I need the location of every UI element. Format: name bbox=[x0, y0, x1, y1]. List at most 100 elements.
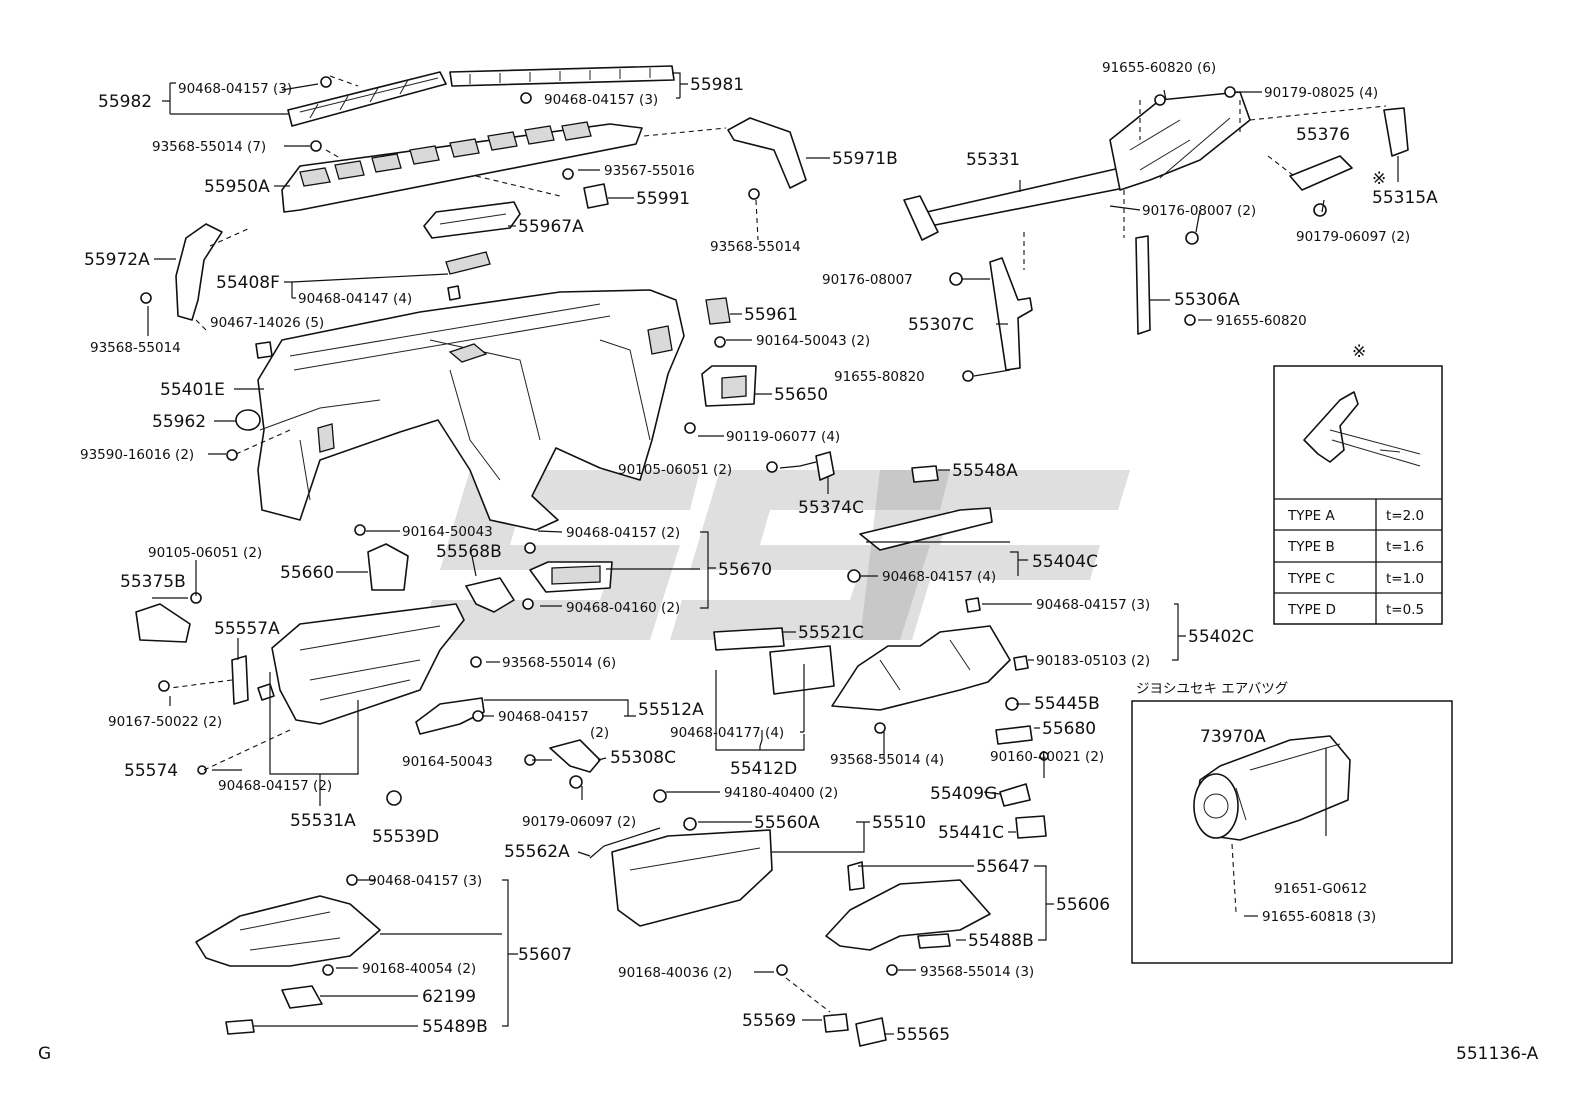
inset-type-d: TYPE D bbox=[1287, 602, 1336, 618]
label-91655-60820: 91655-60820 bbox=[1216, 313, 1307, 329]
label-55606: 55606 bbox=[1056, 895, 1110, 915]
label-55306A: 55306A bbox=[1174, 290, 1240, 310]
label-90468-04157-a: 90468-04157 (3) bbox=[178, 81, 292, 97]
label-90176-08007-2: 90176-08007 (2) bbox=[1142, 203, 1256, 219]
label-55574: 55574 bbox=[124, 761, 178, 781]
label-91655-60818: 91655-60818 (3) bbox=[1262, 909, 1376, 925]
label-90167-50022: 90167-50022 (2) bbox=[108, 714, 222, 730]
label-55670: 55670 bbox=[718, 560, 772, 580]
label-93568-55014-6: 93568-55014 (6) bbox=[502, 655, 616, 671]
inset-type-c: TYPE C bbox=[1287, 571, 1335, 587]
duct-55412D-drawing bbox=[713, 627, 835, 695]
label-90164-50043-c: 90164-50043 bbox=[402, 754, 493, 770]
label-55660: 55660 bbox=[280, 563, 334, 583]
instrument-panel-55401E-drawing bbox=[257, 289, 685, 531]
label-90467-14026: 90467-14026 (5) bbox=[210, 315, 324, 331]
label-90183-05103: 90183-05103 (2) bbox=[1036, 653, 1150, 669]
label-55510: 55510 bbox=[872, 813, 926, 833]
label-90468-04147: 90468-04147 (4) bbox=[298, 291, 412, 307]
label-93568-55014-3: 93568-55014 (3) bbox=[920, 964, 1034, 980]
label-90160-40021: 90160-40021 (2) bbox=[990, 749, 1104, 765]
lower-panel-55402C-drawing bbox=[831, 625, 1011, 711]
label-55376: 55376 bbox=[1296, 125, 1350, 145]
label-90468-04157-e: 90468-04157 (3) bbox=[1036, 597, 1150, 613]
label-55647: 55647 bbox=[976, 857, 1030, 877]
label-90468-04157-d: 90468-04157 (4) bbox=[882, 569, 996, 585]
reinforcement-55331-drawing bbox=[903, 91, 1409, 241]
label-90119-06077: 90119-06077 (4) bbox=[726, 429, 840, 445]
panel-55967A-drawing bbox=[423, 201, 521, 239]
inset-thickness-a: t=2.0 bbox=[1386, 508, 1424, 524]
inset-detail: ※ TYPE A t=2.0 TYPE B t=1.6 TYPE C t=1.0… bbox=[1273, 342, 1443, 625]
label-55401E: 55401E bbox=[160, 380, 225, 400]
label-55548A: 55548A bbox=[952, 461, 1018, 481]
plug-55962-drawing bbox=[235, 409, 261, 431]
dash-upper-55950A-drawing bbox=[281, 121, 643, 213]
label-91655-80820: 91655-80820 bbox=[834, 369, 925, 385]
brace-55306A-drawing bbox=[1135, 235, 1151, 335]
label-90468-04157-f: 90468-04157 bbox=[498, 709, 589, 725]
label-93568-55014-7: 93568-55014 (7) bbox=[152, 139, 266, 155]
damper-55557A-drawing bbox=[231, 655, 249, 705]
label-90468-04157-g: 90468-04157 (2) bbox=[218, 778, 332, 794]
vent-55408F-drawing bbox=[445, 251, 491, 275]
clip-55569-drawing bbox=[823, 1013, 849, 1033]
inset-thickness-d: t=0.5 bbox=[1386, 602, 1424, 618]
label-55568B: 55568B bbox=[436, 542, 502, 562]
brace-55307C-drawing bbox=[989, 257, 1033, 371]
inset-mark: ※ bbox=[1352, 342, 1366, 362]
label-55409G: 55409G bbox=[930, 784, 997, 804]
bracket-55374C-drawing bbox=[815, 451, 835, 481]
label-55308C: 55308C bbox=[610, 748, 676, 768]
pad-55489B-drawing bbox=[225, 1019, 255, 1035]
panel-55961-drawing bbox=[705, 297, 731, 325]
label-93568-55014-4: 93568-55014 (4) bbox=[830, 752, 944, 768]
label-90105-06051-b: 90105-06051 (2) bbox=[148, 545, 262, 561]
inset-thickness-c: t=1.0 bbox=[1386, 571, 1424, 587]
label-55950A: 55950A bbox=[204, 177, 270, 197]
label-55972A: 55972A bbox=[84, 250, 150, 270]
rod-55562A-drawing bbox=[589, 827, 661, 859]
leader-lines bbox=[147, 72, 1399, 1035]
label-55331: 55331 bbox=[966, 150, 1020, 170]
label-55557A: 55557A bbox=[214, 619, 280, 639]
lower-panel-55531A-drawing bbox=[271, 603, 465, 725]
label-55650: 55650 bbox=[774, 385, 828, 405]
label-90468-04160: 90468-04160 (2) bbox=[566, 600, 680, 616]
label-94180-40400: 94180-40400 (2) bbox=[724, 785, 838, 801]
label-90468-04157-c: 90468-04157 (2) bbox=[566, 525, 680, 541]
vent-55376-drawing bbox=[1289, 155, 1353, 191]
inset-type-a: TYPE A bbox=[1287, 508, 1335, 524]
label-55981: 55981 bbox=[690, 75, 744, 95]
label-91651-G0612: 91651-G0612 bbox=[1274, 881, 1367, 897]
label-55607: 55607 bbox=[518, 945, 572, 965]
corner-letter: G bbox=[38, 1044, 51, 1064]
label-90179-06097-a: 90179-06097 (2) bbox=[1296, 229, 1410, 245]
label-55971B: 55971B bbox=[832, 149, 898, 169]
duct-55972A-drawing bbox=[175, 223, 223, 321]
label-90164-50043-b: 90164-50043 bbox=[402, 524, 493, 540]
garnish-55982-drawing bbox=[287, 71, 447, 127]
label-55991: 55991 bbox=[636, 189, 690, 209]
bracket-55568B-drawing bbox=[465, 577, 515, 613]
label-55374C: 55374C bbox=[798, 498, 864, 518]
label-93568-55014-b: 93568-55014 bbox=[90, 340, 181, 356]
label-paren-2: (2) bbox=[590, 725, 609, 741]
label-90179-06097-b: 90179-06097 (2) bbox=[522, 814, 636, 830]
label-55562A: 55562A bbox=[504, 842, 570, 862]
label-55404C: 55404C bbox=[1032, 552, 1098, 572]
garnish-55981-drawing bbox=[449, 65, 675, 87]
pad-55488B-drawing bbox=[917, 933, 951, 949]
label-55565: 55565 bbox=[896, 1025, 950, 1045]
inset-type-b: TYPE B bbox=[1287, 539, 1335, 555]
label-55315A: 55315A bbox=[1372, 188, 1438, 208]
label-55539D: 55539D bbox=[372, 827, 439, 847]
switch-55670-drawing bbox=[529, 561, 613, 593]
label-90468-04157-b: 90468-04157 (3) bbox=[544, 92, 658, 108]
label-55441C: 55441C bbox=[938, 823, 1004, 843]
label-91655-60820-6: 91655-60820 (6) bbox=[1102, 60, 1216, 76]
label-90105-06051-a: 90105-06051 (2) bbox=[618, 462, 732, 478]
label-90164-50043-2: 90164-50043 (2) bbox=[756, 333, 870, 349]
label-55512A: 55512A bbox=[638, 700, 704, 720]
switch-55660-drawing bbox=[367, 543, 409, 591]
